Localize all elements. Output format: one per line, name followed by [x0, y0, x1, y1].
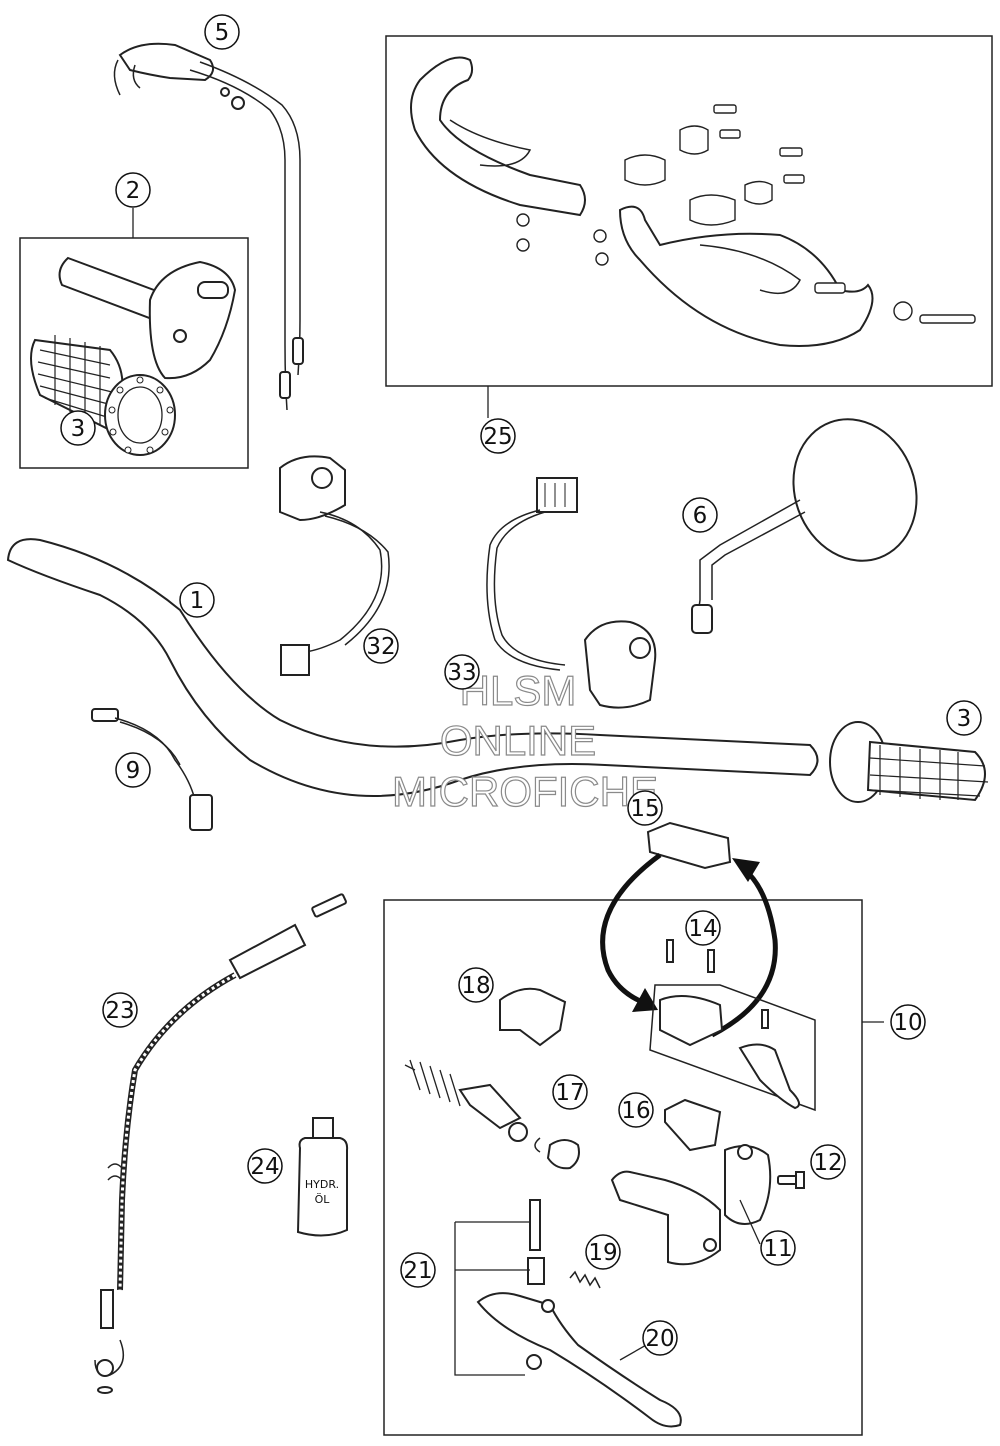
- cylinder-body-part-11: [610, 1144, 772, 1266]
- svg-text:21: 21: [403, 1258, 432, 1284]
- callout-11: 11: [760, 1230, 796, 1266]
- svg-text:15: 15: [630, 796, 659, 822]
- callout-16: 16: [618, 1092, 654, 1128]
- reservoir-cover-part-15: [646, 821, 732, 870]
- handlebar-part: [6, 538, 819, 797]
- callout-10: 10: [890, 1004, 926, 1040]
- callout-20: 20: [642, 1320, 678, 1356]
- callout-25: 25: [480, 418, 516, 454]
- callout-15: 15: [627, 790, 663, 826]
- master-cylinder-subassembly-10: [649, 984, 816, 1112]
- callout-6: 6: [682, 497, 718, 533]
- svg-text:17: 17: [555, 1080, 584, 1106]
- brake-line-part: [94, 893, 347, 1394]
- callout-18: 18: [458, 967, 494, 1003]
- brake-lever-part-20: [476, 1292, 682, 1428]
- callout-2: 2: [115, 172, 151, 208]
- callout-19: 19: [585, 1234, 621, 1270]
- sensor-cable-part: [91, 708, 213, 831]
- callout-23: 23: [102, 992, 138, 1028]
- svg-text:19: 19: [588, 1240, 617, 1266]
- seal-part-16: [664, 1098, 722, 1152]
- svg-text:5: 5: [215, 20, 230, 46]
- svg-text:3: 3: [957, 706, 972, 732]
- svg-text:11: 11: [763, 1236, 792, 1262]
- callout-3-right: 3: [946, 700, 982, 736]
- mirror-part: [691, 418, 918, 634]
- callout-21: 21: [400, 1252, 436, 1288]
- svg-text:14: 14: [688, 916, 717, 942]
- handguard-kit-box: [385, 35, 993, 387]
- svg-text:9: 9: [126, 758, 141, 784]
- svg-text:25: 25: [483, 424, 512, 450]
- callout-1: 1: [179, 582, 215, 618]
- throttle-grip-part: [58, 256, 237, 380]
- switch-part-32: [279, 455, 390, 676]
- watermark: HLSM ONLINE MICROFICHE: [391, 666, 658, 815]
- svg-text:16: 16: [621, 1098, 650, 1124]
- callout-9: 9: [115, 752, 151, 788]
- watermark-line1: HLSM: [460, 667, 577, 714]
- handguard-part: [410, 56, 976, 347]
- callout-32: 32: [363, 628, 399, 664]
- svg-text:32: 32: [366, 634, 395, 660]
- clamp-part-18: [499, 987, 567, 1047]
- watermark-line3: MICROFICHE: [392, 768, 658, 815]
- brake-cylinder-kit-box: [383, 899, 863, 1436]
- grip-kit-box: [19, 237, 249, 469]
- screws-part-14: [666, 939, 715, 973]
- svg-text:18: 18: [461, 973, 490, 999]
- bolt-part-12: [777, 1171, 805, 1189]
- svg-text:10: 10: [893, 1010, 922, 1036]
- svg-text:1: 1: [190, 588, 205, 614]
- cycle-arrow-icon: [600, 852, 778, 1038]
- piston-part-17: [404, 1059, 580, 1170]
- grip-part-right: [829, 721, 989, 803]
- callout-33: 33: [444, 654, 480, 690]
- switch-part-33: [486, 477, 657, 709]
- throttle-cable-part: [113, 42, 304, 411]
- hydraulic-oil-bottle: HYDR. ÖL: [296, 1117, 349, 1237]
- svg-text:20: 20: [645, 1326, 674, 1352]
- grip-part-left: [30, 335, 176, 456]
- callout-17: 17: [552, 1074, 588, 1110]
- callout-24: 24: [247, 1148, 283, 1184]
- svg-text:33: 33: [447, 660, 476, 686]
- svg-text:2: 2: [126, 178, 141, 204]
- svg-text:12: 12: [813, 1150, 842, 1176]
- svg-text:6: 6: [693, 503, 708, 529]
- svg-text:24: 24: [250, 1154, 279, 1180]
- svg-text:3: 3: [71, 416, 86, 442]
- callout-5: 5: [204, 14, 240, 50]
- bottle-label-line1: HYDR.: [305, 1178, 339, 1191]
- callout-3-left: 3: [60, 410, 96, 446]
- pivot-bolt-part-21: [454, 1199, 545, 1376]
- watermark-line2: ONLINE: [440, 717, 596, 764]
- callout-14: 14: [685, 910, 721, 946]
- svg-text:23: 23: [105, 998, 134, 1024]
- spring-part-19: [569, 1270, 601, 1289]
- callout-12: 12: [810, 1144, 846, 1180]
- bottle-label-line2: ÖL: [315, 1193, 331, 1206]
